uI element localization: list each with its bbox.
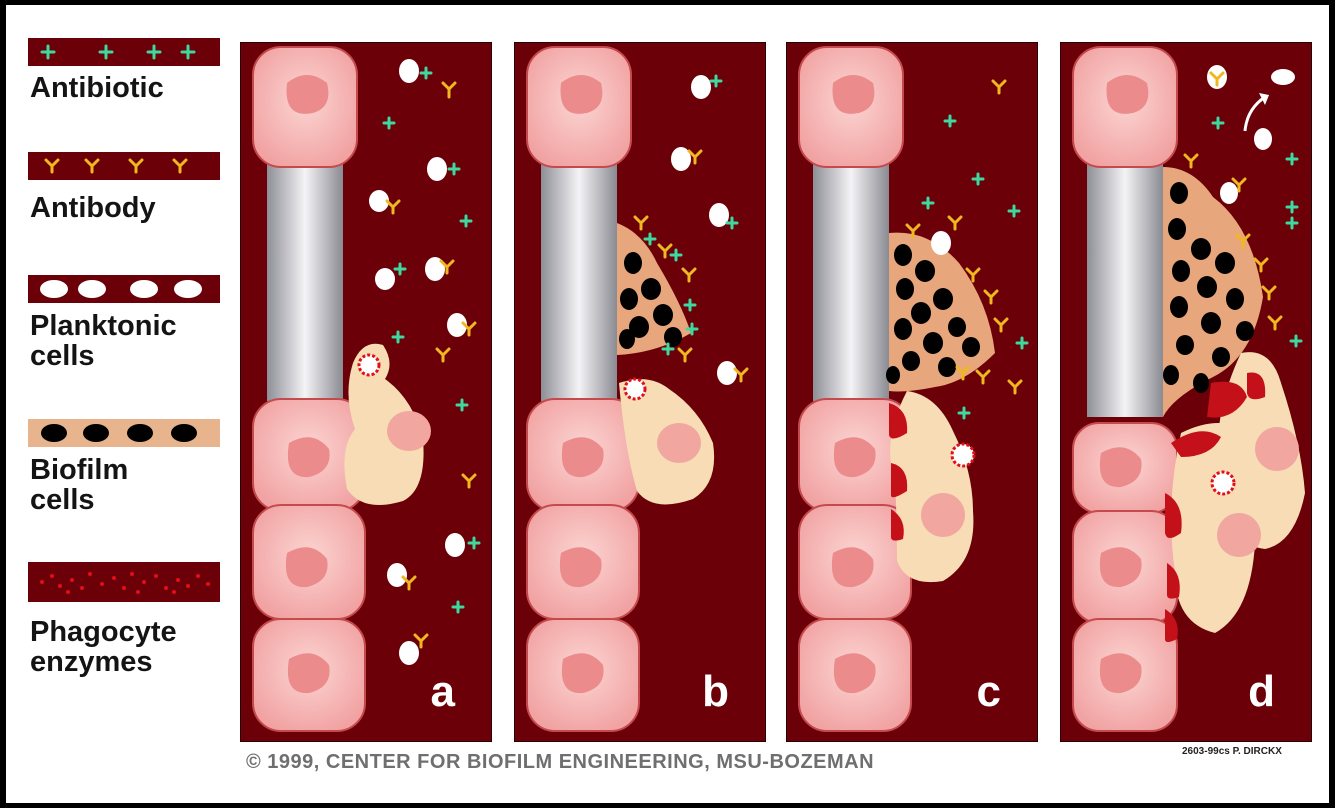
- panel-a-illustration: [241, 43, 492, 742]
- phagocyte-legend-swatch: [28, 562, 220, 602]
- planktonic-cell-icon: [28, 275, 220, 303]
- panel-letter: b: [702, 667, 729, 717]
- implant-rod: [1087, 163, 1163, 417]
- antibody-y-icon: [28, 152, 220, 180]
- panel-c: c: [786, 42, 1038, 742]
- planktonic-legend-swatch: [28, 275, 220, 303]
- panel-d: d: [1060, 42, 1312, 742]
- panel-b-illustration: [515, 43, 766, 742]
- legend-label-antibody: Antibody: [30, 193, 156, 223]
- copyright-notice: © 1999, CENTER FOR BIOFILM ENGINEERING, …: [246, 751, 874, 774]
- implant-rod: [541, 163, 617, 401]
- panel-b: b: [514, 42, 766, 742]
- implant-rod: [267, 163, 343, 401]
- figure-frame: Antibiotic Antibody Planktonic cells: [6, 5, 1329, 803]
- legend-label-planktonic: Planktonic cells: [30, 311, 177, 371]
- artist-signature: 2603-99cs P. DIRCKX: [1182, 746, 1282, 757]
- panel-letter: a: [431, 667, 455, 717]
- panel-letter: d: [1248, 667, 1275, 717]
- antibiotic-legend-swatch: [28, 38, 220, 66]
- escape-arrow-icon: [1245, 97, 1265, 131]
- panel-c-illustration: [787, 43, 1038, 742]
- antibody-legend-swatch: [28, 152, 220, 180]
- biofilm-legend-swatch: [28, 419, 220, 447]
- antibiotics: [384, 68, 479, 612]
- antibiotic-cross-icon: [28, 38, 220, 66]
- panel-letter: c: [977, 667, 1001, 717]
- panel-a: a: [240, 42, 492, 742]
- implant-rod: [813, 163, 889, 401]
- legend-label-antibiotic: Antibiotic: [30, 73, 164, 103]
- phagosome: [359, 355, 379, 375]
- legend-label-phagocyte: Phagocyte enzymes: [30, 617, 177, 677]
- panel-d-illustration: [1061, 43, 1312, 742]
- biofilm-cell-icon: [28, 419, 220, 447]
- legend-label-biofilm: Biofilm cells: [30, 455, 128, 515]
- phagocyte-enzyme-icon: [28, 562, 220, 602]
